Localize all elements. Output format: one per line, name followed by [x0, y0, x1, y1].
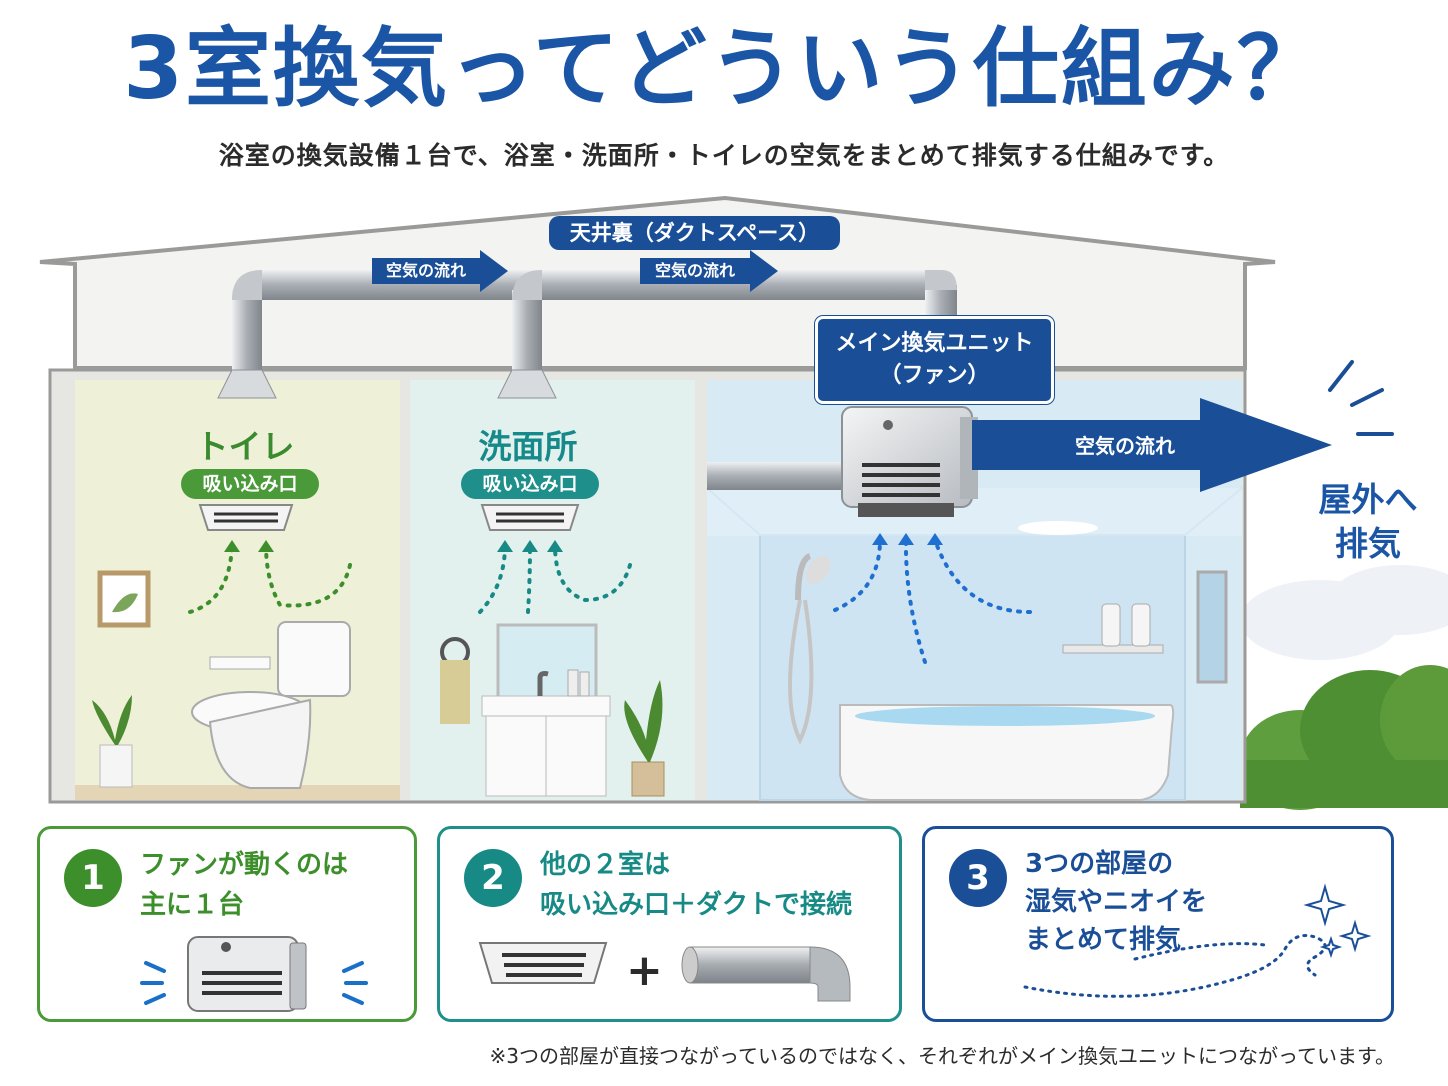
attic-label: 天井裏（ダクトスペース） — [549, 216, 840, 250]
info-card-2: 2 他の２室は 吸い込み口＋ダクトで接続 + — [437, 826, 902, 1022]
page-subtitle: 浴室の換気設備１台で、浴室・洗面所・トイレの空気をまとめて排気する仕組みです。 — [218, 141, 1230, 170]
card-3-line1: 3つの部屋の — [1025, 849, 1174, 879]
fan-unit-icon — [140, 936, 368, 1012]
sparkle-airflow-icon — [1023, 883, 1372, 998]
intake-vent-toilet — [198, 504, 294, 531]
plus-sign: + — [626, 945, 663, 996]
card-text-3: 3つの部屋の 湿気やニオイを まとめて排気 — [1025, 845, 1207, 959]
outside-line1: 屋外へ — [1318, 480, 1418, 519]
room-title-washroom: 洗面所 — [478, 427, 578, 466]
outside-line2: 排気 — [1335, 524, 1401, 563]
intake-vent-washroom — [480, 504, 580, 531]
bathroom-illustration — [788, 521, 1228, 801]
background-clouds — [1240, 565, 1448, 660]
footnote: ※3つの部屋が直接つながっているのではなく、それぞれがメイン換気ユニットにつなが… — [489, 1044, 1395, 1068]
main-unit-line2: （ファン） — [879, 363, 990, 388]
card-number-2: 2 — [464, 849, 522, 907]
card-number-3: 3 — [949, 849, 1007, 907]
info-card-3: 3 3つの部屋の 湿気やニオイを まとめて排気 — [922, 826, 1394, 1022]
card-1-line2: 主に１台 — [140, 890, 245, 920]
card-3-line3: まとめて排気 — [1025, 925, 1182, 955]
burst-lines — [1328, 360, 1394, 436]
card-text-2: 他の２室は 吸い込み口＋ダクトで接続 — [540, 845, 852, 925]
card-number-1: 1 — [64, 849, 122, 907]
exhaust-arrow — [972, 398, 1332, 492]
card-text-1: ファンが動くのは 主に１台 — [140, 845, 348, 925]
intake-label-washroom: 吸い込み口 — [461, 469, 599, 499]
background-bushes — [1240, 665, 1448, 810]
room-title-toilet: トイレ — [195, 427, 295, 466]
card-1-line1: ファンが動くのは — [140, 850, 349, 880]
flow-label-1: 空気の流れ — [385, 261, 466, 280]
outside-exhaust-label: 屋外へ 排気 — [1298, 478, 1438, 566]
washroom-illustration — [440, 623, 665, 797]
flow-label-2: 空気の流れ — [654, 261, 735, 280]
main-fan-unit — [841, 406, 978, 517]
main-unit-line1: メイン換気ユニット — [835, 331, 1034, 356]
airflow-arrowheads — [224, 533, 943, 552]
main-unit-label: メイン換気ユニット （ファン） — [815, 316, 1054, 404]
card-2-line1: 他の２室は — [540, 850, 671, 880]
page-title: 3室換気ってどういう仕組み？ — [123, 19, 1325, 119]
intake-vent-icon — [478, 942, 608, 984]
attic-flow-arrows — [372, 250, 778, 292]
duct-pipe-icon — [681, 946, 851, 1002]
info-card-1: 1 ファンが動くのは 主に１台 — [37, 826, 417, 1022]
intake-label-toilet: 吸い込み口 — [181, 469, 319, 499]
card-2-line2: 吸い込み口＋ダクトで接続 — [540, 890, 853, 920]
card-3-line2: 湿気やニオイを — [1025, 887, 1208, 917]
toilet-illustration — [92, 570, 351, 789]
exhaust-flow-label: 空気の流れ — [1075, 434, 1175, 458]
